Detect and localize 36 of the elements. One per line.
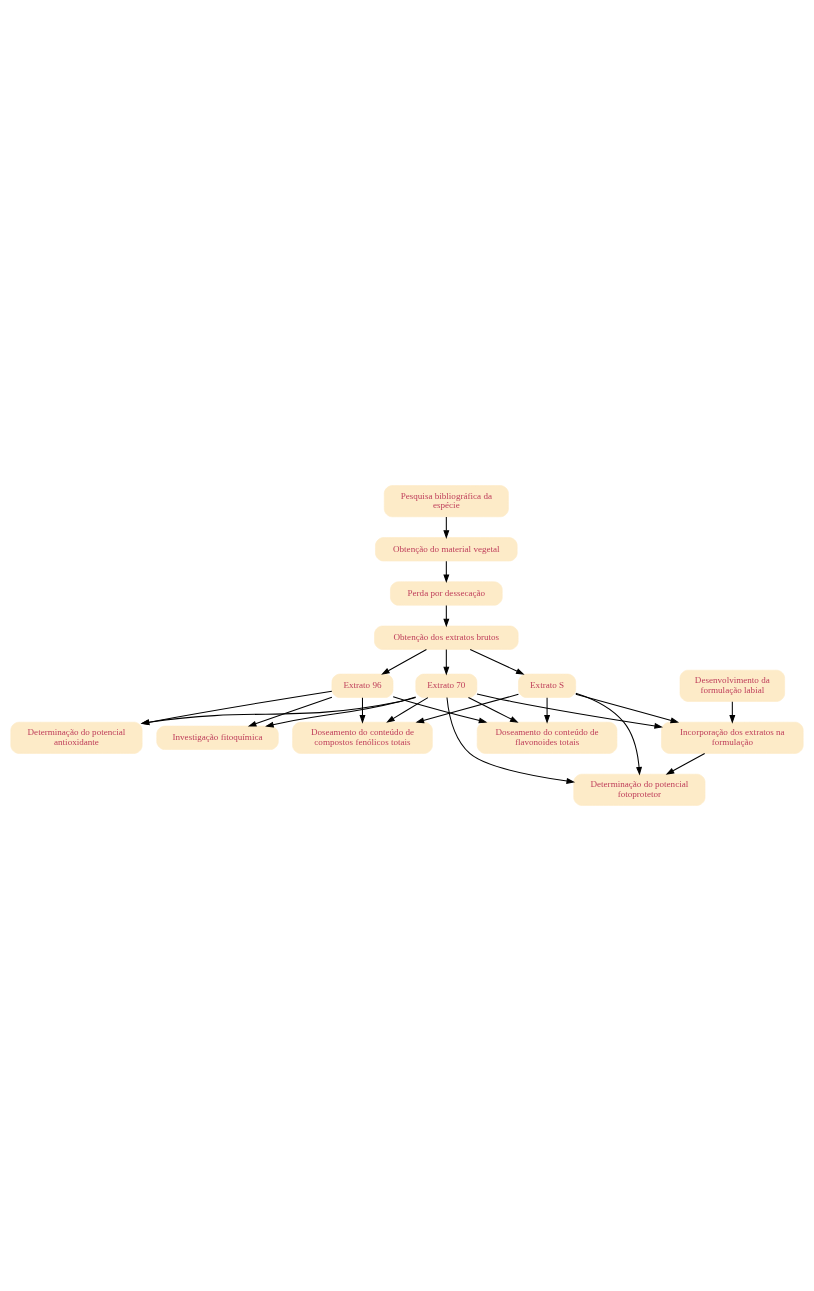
arrow (443, 648, 450, 676)
arrow (265, 696, 417, 728)
arrow (381, 648, 427, 675)
arrow (575, 692, 643, 776)
arrow (446, 697, 576, 784)
node-box: Pesquisa bibliográfica da espécie (383, 485, 509, 518)
arrow (140, 690, 333, 726)
arrow (415, 693, 519, 724)
arrow (443, 516, 450, 539)
arrow (476, 693, 663, 729)
node-box: Desenvolvimento da formulação labial (679, 669, 785, 702)
node-box: Investigação fitoquímica (156, 725, 279, 750)
node-box: Doseamento do conteúdo de flavonoides totais (476, 721, 618, 754)
arrow (386, 697, 429, 723)
arrow (392, 696, 488, 724)
arrow (359, 697, 366, 724)
node-box: Extrato S (518, 673, 576, 698)
arrow (575, 693, 680, 724)
node-box: Obtenção dos extratos brutos (374, 625, 519, 650)
node-box: Doseamento do conteúdo de compostos fenólicos totais (292, 721, 433, 754)
node-box: Extrato 70 (415, 673, 478, 698)
node-box: Obtenção do material vegetal (375, 537, 518, 562)
node-box: Perda por dessecação (390, 581, 503, 606)
arrow (467, 697, 519, 723)
arrow (544, 697, 551, 724)
arrow (665, 753, 706, 775)
arrow (443, 560, 450, 584)
arrow (729, 701, 736, 724)
node-box: Determinação do potencial antioxidante (10, 721, 143, 754)
node-box: Extrato 96 (331, 673, 394, 698)
node-box: Incorporação dos extratos na formulação (661, 721, 804, 754)
arrow (247, 696, 333, 727)
arrow (140, 697, 417, 726)
arrow (469, 648, 525, 675)
arrow (443, 604, 450, 628)
node-box: Determinação do potencial fotoprotetor (573, 773, 706, 806)
